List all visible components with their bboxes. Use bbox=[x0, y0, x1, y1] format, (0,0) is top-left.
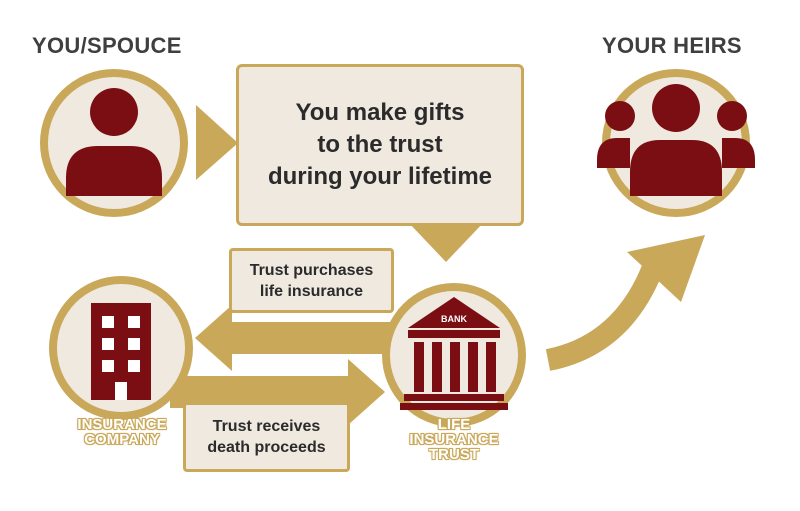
gifts-pointer bbox=[408, 222, 484, 262]
insurance-company-label: INSURANCE COMPANY bbox=[77, 416, 167, 448]
bank-label: BANK bbox=[441, 314, 467, 324]
life-insurance-trust-label: LIFE INSURANCE TRUST bbox=[409, 416, 499, 463]
speech-pointer bbox=[196, 105, 238, 180]
heirs-circle bbox=[597, 69, 755, 217]
group-icon bbox=[597, 84, 755, 196]
you-spouse-heading: YOU/SPOUCE bbox=[32, 33, 182, 58]
bank-icon bbox=[400, 297, 508, 410]
trust-circle: BANK bbox=[382, 283, 526, 427]
building-icon bbox=[91, 303, 151, 400]
person-circle bbox=[40, 69, 188, 217]
gifts-box: You make gifts to the trust during your … bbox=[236, 64, 524, 226]
your-heirs-heading: YOUR HEIRS bbox=[602, 33, 742, 58]
insurance-company-circle bbox=[49, 276, 193, 420]
receive-box: Trust receives death proceeds bbox=[183, 402, 350, 472]
purchase-box: Trust purchases life insurance bbox=[229, 248, 394, 313]
curved-arrow-icon bbox=[545, 235, 705, 371]
person-icon bbox=[66, 88, 162, 196]
